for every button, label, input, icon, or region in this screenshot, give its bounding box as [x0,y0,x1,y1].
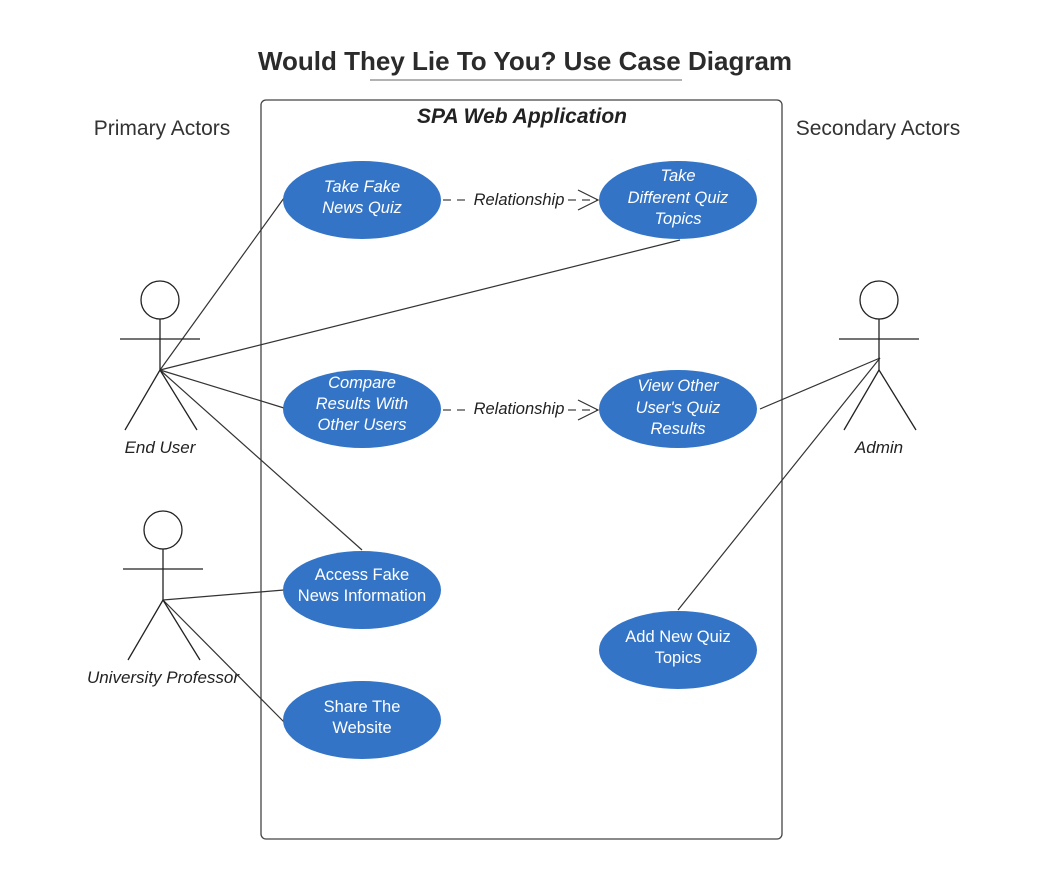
system-boundary [260,99,783,840]
svg-text:User's Quiz: User's Quiz [636,399,721,417]
svg-text:Different Quiz: Different Quiz [628,189,730,207]
assoc-enduser-access [159,369,363,551]
svg-text:Access Fake: Access Fake [315,566,409,584]
relationship-1-arrowhead [577,189,600,211]
secondary-actors-label: Secondary Actors [796,117,961,140]
svg-text:Results: Results [650,420,705,438]
professor-label: University Professor [87,668,240,687]
use-case-add-topics: Add New Quiz Topics [599,611,757,689]
use-case-take-topics: Take Different Quiz Topics [599,161,757,239]
actor-end-user: End User [120,280,200,457]
svg-text:Take: Take [660,167,695,185]
use-case-share: Share The Website [283,681,441,759]
relationship-1-label: Relationship [474,191,565,209]
professor-head-icon [143,510,183,550]
svg-text:Website: Website [332,719,391,737]
use-case-compare: Compare Results With Other Users [283,370,441,448]
svg-text:View Other: View Other [637,377,720,395]
assoc-admin-addtopics [677,357,881,611]
svg-text:Results With: Results With [316,395,408,413]
use-case-view-results: View Other User's Quiz Results [599,370,757,448]
primary-actors-label: Primary Actors [94,117,231,140]
end-user-label: End User [125,438,197,457]
relationship-2-label: Relationship [474,400,565,418]
svg-text:News Quiz: News Quiz [322,199,403,217]
svg-text:Topics: Topics [654,210,701,228]
svg-text:Add New Quiz: Add New Quiz [625,628,730,646]
assoc-enduser-compare [159,369,285,409]
actor-admin: Admin [839,280,919,457]
end-user-head-icon [140,280,180,320]
assoc-admin-viewresults [759,357,881,410]
svg-text:Other Users: Other Users [318,416,407,434]
admin-label: Admin [854,438,903,457]
use-case-access-info: Access Fake News Information [283,551,441,629]
svg-text:Topics: Topics [655,649,702,667]
assoc-professor-access [162,589,285,601]
admin-head-icon [859,280,899,320]
assoc-professor-share [162,599,285,723]
svg-text:Share The: Share The [324,698,401,716]
relationship-2-arrowhead [577,399,600,421]
diagram-title: Would They Lie To You? Use Case Diagram [258,46,792,76]
actor-professor: University Professor [87,510,240,687]
use-case-take-quiz: Take Fake News Quiz [283,161,441,239]
svg-text:Compare: Compare [328,374,396,392]
svg-text:News Information: News Information [298,587,426,605]
assoc-enduser-takequiz [159,197,285,371]
svg-text:Take Fake: Take Fake [324,178,400,196]
system-name: SPA Web Application [417,105,627,128]
assoc-enduser-taketopics [159,239,681,371]
